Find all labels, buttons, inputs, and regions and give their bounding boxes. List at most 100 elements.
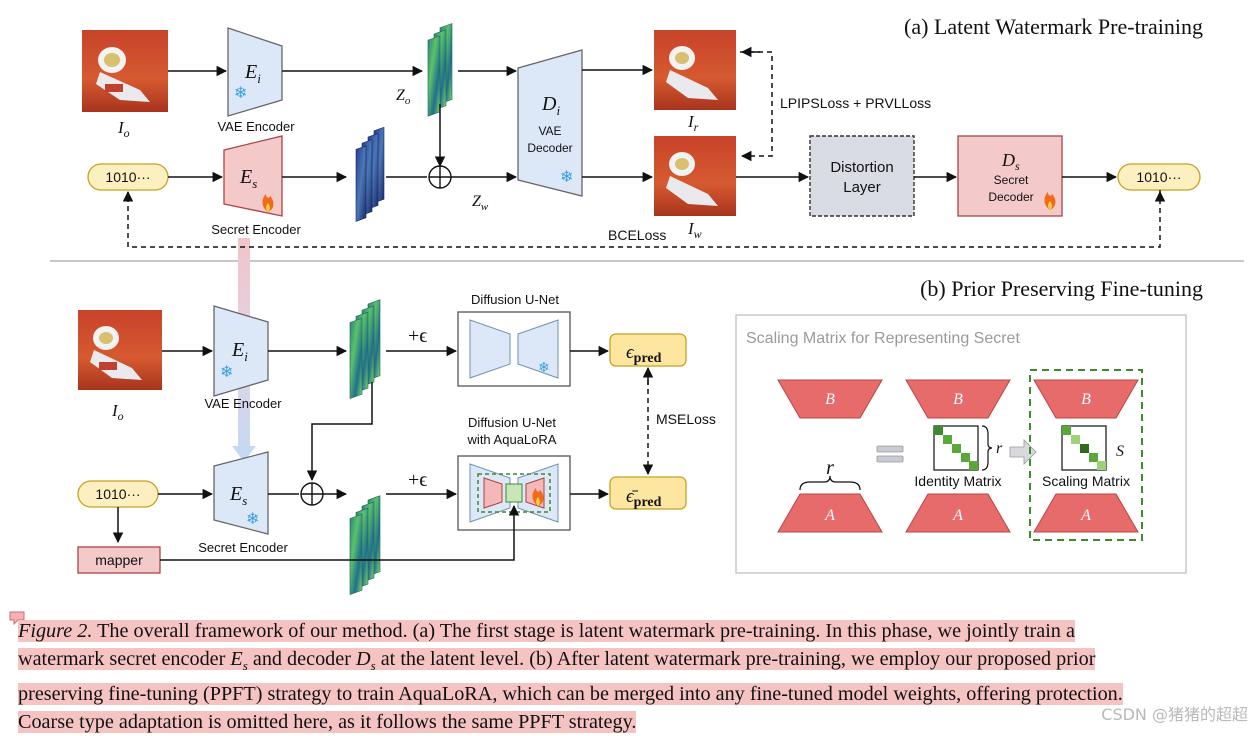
vae-encoder-b (213, 305, 269, 397)
latent-zo-label: Zo (396, 87, 411, 107)
lora-a-left-label: A (824, 507, 835, 524)
lora-a-right (1033, 493, 1139, 533)
reconstructed-image (654, 30, 736, 110)
latent-zw-label: Zw (472, 193, 489, 213)
secret-bits-a-text: 1010··· (105, 169, 150, 185)
add-operator-a (428, 165, 452, 189)
lora-b-right (1033, 379, 1139, 419)
caption-text-2a: watermark secret encoder (18, 648, 226, 670)
bce-loss-link (122, 190, 1161, 248)
vae-encoder-a-label: VAE Encoder (217, 119, 295, 134)
vae-decoder-label-2: Decoder (527, 141, 572, 155)
distortion-layer (809, 135, 915, 217)
eps-pred-box (609, 333, 687, 367)
input-image-b-label: Io (111, 401, 124, 423)
caption-line-1: Figure 2. The overall framework of our m… (18, 620, 1075, 642)
equals-sign (876, 445, 904, 463)
vae-encoder-b-symbol: Ei (231, 339, 248, 364)
secret-decoder (957, 135, 1063, 217)
comment-note-icon[interactable] (9, 611, 25, 625)
vae-decoder-label-1: VAE (538, 124, 561, 138)
snowflake-icon: ❄ (560, 169, 573, 186)
unet-shape (469, 319, 559, 379)
mapper-text: mapper (95, 552, 143, 568)
distortion-layer-label-2: Layer (843, 179, 881, 196)
lora-b-block (483, 477, 503, 509)
stage-a-title: (a) Latent Watermark Pre-training (904, 14, 1203, 39)
rank-label: r (826, 457, 834, 479)
identity-matrix (933, 425, 979, 471)
secret-bits-b-text: 1010··· (95, 486, 140, 502)
secret-encoder-b-label: Secret Encoder (198, 540, 288, 555)
caption-figure-label: Figure 2. (18, 620, 93, 642)
caption-text-2b: and decoder (252, 648, 351, 670)
mse-loss-label: MSELoss (656, 411, 716, 427)
latent-stack-b-bottom (349, 495, 381, 596)
transform-arrow-icon (1009, 439, 1037, 465)
secret-feature-stack (355, 126, 385, 222)
input-image-b (78, 310, 162, 390)
latent-zo-stack (427, 23, 453, 117)
lora-b-middle-label: B (953, 391, 963, 408)
snowflake-icon: ❄ (220, 364, 233, 381)
scaling-frame (1029, 369, 1143, 541)
caption-ds-symbol: Ds (356, 648, 376, 674)
lora-b-middle (905, 379, 1011, 419)
vae-encoder-a (227, 27, 283, 117)
snowflake-icon: ❄ (246, 511, 259, 528)
secret-encoder-a (223, 135, 283, 217)
scaling-matrix-label: Scaling Matrix (1042, 473, 1130, 489)
fire-icon (1044, 192, 1056, 210)
lora-a-middle-label: A (952, 507, 963, 524)
identity-matrix-label: Identity Matrix (914, 473, 1001, 489)
watermarked-image (654, 136, 736, 216)
identity-brace (981, 425, 993, 471)
aqualora-frame (477, 473, 551, 513)
unet-lora-label-2: with AquaLoRA (467, 432, 557, 447)
lora-scaling-block (505, 483, 523, 503)
perceptual-loss-link (740, 51, 773, 162)
secret-decoder-label-2: Decoder (988, 190, 1033, 204)
scaling-panel-title: Scaling Matrix for Representing Secret (746, 330, 1020, 347)
snowflake-icon: ❄ (538, 359, 550, 375)
figure-caption: Figure 2. The overall framework of our m… (18, 617, 1240, 736)
secret-decoder-symbol: Ds (1001, 150, 1020, 173)
latent-stack-b-top (349, 299, 381, 400)
fire-icon (262, 194, 274, 212)
caption-line-3: preserving fine-tuning (PPFT) strategy t… (18, 683, 1123, 706)
lora-a-left (777, 493, 883, 533)
caption-es-symbol: Es (230, 648, 248, 674)
stage-b-title: (b) Prior Preserving Fine-tuning (920, 276, 1203, 301)
eps-pred-bar-box (609, 476, 687, 510)
input-image-a-label: Io (117, 118, 130, 140)
lora-a-middle (905, 493, 1011, 533)
perceptual-loss-label: LPIPSLoss + PRVLLoss (780, 95, 931, 111)
noise-bottom-label: +ϵ (408, 469, 427, 491)
source-watermark: CSDN @猪猪的超超 (1101, 705, 1248, 724)
lora-b-left-label: B (825, 391, 835, 408)
lora-b-right-label: B (1081, 391, 1091, 408)
watermarked-image-label: Iw (687, 219, 702, 241)
arrow-latent-down-to-add (306, 382, 373, 482)
rank-brace (799, 475, 861, 491)
caption-text-1: The overall framework of our method. (a)… (97, 620, 1075, 642)
unet-lora-label-1: Diffusion U-Net (468, 415, 556, 430)
bce-loss-label: BCELoss (608, 227, 666, 243)
unet-label: Diffusion U-Net (471, 292, 559, 307)
secret-encoder-b (213, 451, 269, 535)
input-image-a (82, 30, 168, 112)
snowflake-icon: ❄ (234, 85, 247, 102)
distortion-layer-label-1: Distortion (830, 159, 893, 176)
decoded-bits (1117, 163, 1201, 191)
secret-encoder-a-label: Secret Encoder (211, 222, 301, 237)
caption-line-4: Coarse type adaptation is omitted here, … (18, 711, 637, 734)
secret-encoder-a-symbol: Es (239, 166, 257, 191)
scaling-symbol: S (1116, 443, 1124, 460)
arrow-mapper-to-aqualora (160, 504, 520, 561)
secret-decoder-label-1: Secret (994, 173, 1029, 187)
vae-encoder-a-symbol: Ei (244, 61, 261, 86)
add-operator-b (300, 482, 324, 506)
lora-b-left (777, 379, 883, 419)
reconstructed-image-label: Ir (687, 112, 699, 134)
fire-icon (532, 488, 544, 506)
